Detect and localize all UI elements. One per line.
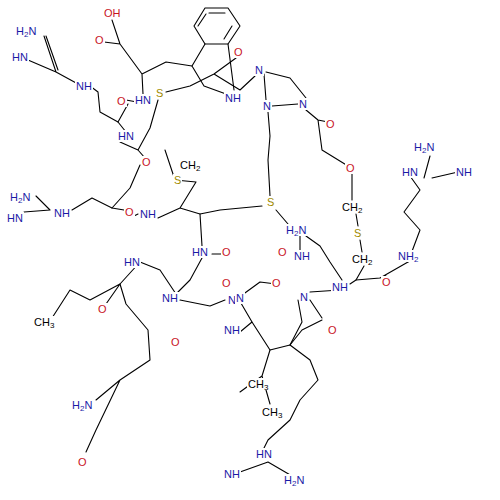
atom-label: NH: [75, 80, 93, 92]
atom-label: O: [345, 162, 356, 174]
atom-label: HN: [401, 166, 419, 178]
atom-label: N: [262, 100, 272, 112]
atom-label: NH: [331, 281, 349, 293]
atom-label: NH2: [397, 250, 419, 262]
atom-label: NH: [293, 250, 311, 262]
atom-label: O: [77, 456, 88, 468]
atom-label: NH: [223, 468, 241, 480]
atom-label: H2N: [71, 399, 93, 411]
atom-label: O: [141, 156, 152, 168]
atom-label: HN: [134, 94, 152, 106]
atom-label: CH2: [351, 253, 373, 265]
atom-label: S: [353, 227, 362, 239]
atom-label: H2N: [283, 474, 305, 486]
atom-label: O: [124, 206, 135, 218]
atom-label: H2N: [413, 141, 435, 153]
atom-label: H2N: [9, 191, 31, 203]
atom-label: NH: [224, 92, 242, 104]
atom-label: HN: [191, 246, 209, 258]
atom-label: CH3: [33, 316, 55, 328]
atom-label: HN: [123, 256, 141, 268]
atom-label: NH: [223, 324, 241, 336]
atom-label: CH3: [261, 406, 283, 418]
atom-label: O: [381, 276, 392, 288]
atom-label: N: [254, 64, 264, 76]
atom-label: HN: [117, 130, 135, 142]
atom-label: O: [97, 303, 108, 315]
atom-label: NH: [161, 292, 179, 304]
atom-label: S: [173, 174, 182, 186]
atom-label: O: [221, 246, 232, 258]
atom-label: S: [266, 196, 275, 208]
atom-label: CH2: [179, 159, 201, 171]
atom-label: NH: [53, 207, 71, 219]
atom-label: O: [271, 277, 282, 289]
atom-label: O: [221, 277, 232, 289]
atom-label: NH: [139, 208, 157, 220]
atom-label: OH: [103, 7, 122, 19]
atom-label: O: [170, 336, 181, 348]
atom-label: N: [298, 98, 308, 110]
atom-label: CH2: [341, 201, 363, 213]
atom-label: N: [299, 291, 309, 303]
atom-label: O: [116, 95, 127, 107]
atom-label: S: [155, 87, 164, 99]
atom-label: O: [233, 46, 244, 58]
atom-label: CH3: [247, 378, 269, 390]
atom-label: HN: [6, 212, 24, 224]
atom-label: O: [327, 324, 338, 336]
atom-label: H2N: [285, 224, 307, 236]
atom-label: N: [235, 292, 245, 304]
atom-label: O: [277, 246, 288, 258]
atom-label: HN: [255, 448, 273, 460]
atom-label: O: [94, 34, 105, 46]
atom-label: H2N: [15, 25, 37, 37]
atom-label: HN: [11, 51, 29, 63]
atom-label: NH: [455, 166, 473, 178]
atom-label: O: [325, 118, 336, 130]
